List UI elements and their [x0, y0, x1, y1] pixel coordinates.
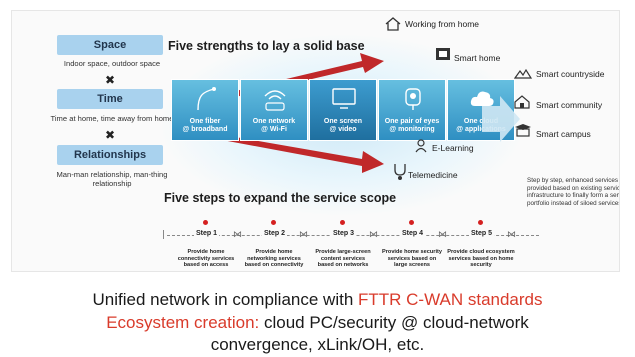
wifi-router-icon — [264, 90, 286, 111]
step-description-line: Provide home — [187, 249, 225, 255]
diagram-panel: Space Indoor space, outdoor space ✖ Time… — [11, 10, 620, 272]
space-text: Indoor space, outdoor space — [63, 59, 161, 68]
screen-icon — [332, 88, 356, 109]
step-description-line: connectivity services — [177, 255, 235, 262]
strengths-heading: Five strengths to lay a solid base — [168, 39, 365, 53]
step-5-label: Step 5 — [469, 230, 495, 237]
service-smart-home: Smart home — [454, 53, 501, 63]
step-2-label: Step 2 — [262, 230, 288, 237]
strength-title: One pair of eyes — [384, 118, 440, 125]
learning-icon — [415, 139, 427, 153]
step-3-description: Provide large-screen content services ba… — [304, 249, 382, 269]
step-2-description: Provide home networking services based o… — [235, 249, 313, 269]
times-icon: ✖ — [105, 128, 116, 142]
step-description-line: large screens — [393, 262, 431, 269]
step-note: Step by step, enhanced services are prov… — [527, 177, 620, 207]
service-telemedicine: Telemedicine — [408, 170, 458, 180]
step-3-label: Step 3 — [331, 230, 357, 237]
caption-line-1: Unified network in compliance with FTTR … — [0, 290, 635, 310]
steps-heading: Five steps to expand the service scope — [164, 191, 397, 205]
expand-arrow — [482, 96, 520, 142]
step-1-marker — [203, 220, 208, 225]
strength-title: One fiber — [189, 118, 221, 125]
step-1-label: Step 1 — [194, 230, 220, 237]
step-description-line: content services — [320, 255, 366, 262]
strength-subtitle: @ broadband — [182, 126, 228, 133]
step-5-marker — [478, 220, 483, 225]
strength-network: One network @ Wi-Fi — [240, 79, 308, 141]
relationships-label: Relationships — [57, 145, 163, 165]
strength-title: One network — [252, 118, 296, 125]
step-4-description: Provide home security services based on … — [373, 249, 451, 269]
timeline-marker: ⋈ — [507, 230, 516, 240]
timeline-marker: ⋈ — [233, 230, 242, 240]
relationships-text: Man-man relationship, man-thing relation… — [12, 170, 212, 188]
service-smart-countryside: Smart countryside — [536, 69, 605, 79]
step-3-marker — [340, 220, 345, 225]
space-label: Space — [57, 35, 163, 55]
strength-title: One screen — [323, 118, 363, 125]
time-label: Time — [57, 89, 163, 109]
step-description-line: based on connectivity — [244, 262, 304, 269]
fiber-icon — [197, 87, 216, 111]
step-2-marker — [271, 220, 276, 225]
step-description-line: Provide home — [255, 249, 293, 255]
step-1-description: Provide home connectivity services based… — [167, 249, 245, 269]
caption-line-2: Ecosystem creation: cloud PC/security @ … — [0, 313, 635, 333]
step-description-line: based on networks — [317, 262, 369, 269]
strength-subtitle: @ video — [329, 126, 357, 133]
strength-title: One cloud — [463, 118, 499, 125]
campus-icon — [515, 124, 531, 137]
step-4-marker — [409, 220, 414, 225]
strength-fiber: One fiber @ broadband — [171, 79, 239, 141]
step-description-line: based on access — [183, 262, 229, 269]
timeline-marker: ⋈ — [299, 230, 308, 240]
service-e-learning: E-Learning — [432, 143, 474, 153]
house-icon — [385, 17, 401, 31]
timeline-marker: ⋈ — [438, 230, 447, 240]
step-description-line: Provide large-screen — [315, 249, 371, 255]
cloud-icon — [470, 91, 494, 106]
smart-home-icon — [436, 48, 450, 60]
caption-highlight: FTTR C-WAN standards — [358, 290, 543, 309]
strength-subtitle: @ applications — [456, 126, 506, 133]
stethoscope-icon — [394, 164, 406, 180]
strength-subtitle: @ Wi-Fi — [261, 126, 287, 133]
camera-icon — [405, 88, 421, 110]
caption-highlight: Ecosystem creation: — [106, 313, 260, 332]
service-working-from-home: Working from home — [405, 19, 480, 29]
timeline-start-marker: | — [162, 230, 166, 240]
step-4-label: Step 4 — [400, 230, 426, 237]
step-description-line: networking services — [247, 255, 301, 262]
community-icon — [514, 95, 530, 109]
step-description-line: services based on home — [448, 255, 514, 262]
time-text: Time at home, time away from home — [50, 114, 174, 123]
timeline-marker: ⋈ — [369, 230, 378, 240]
countryside-icon — [514, 68, 532, 79]
step-description-line: security — [470, 262, 492, 269]
strength-eyes: One pair of eyes @ monitoring — [378, 79, 446, 141]
step-description-line: Provide cloud ecosystem — [447, 249, 515, 255]
times-icon: ✖ — [105, 73, 116, 87]
caption-text: cloud PC/security @ cloud-network — [259, 313, 529, 332]
relationships-text-line: relationship — [92, 179, 132, 188]
service-smart-community: Smart community — [536, 100, 603, 110]
step-description-line: Provide home security — [382, 249, 442, 255]
relationships-text-line: Man-man relationship, man-thing — [56, 170, 168, 179]
strength-screen: One screen @ video — [309, 79, 377, 141]
service-smart-campus: Smart campus — [536, 129, 591, 139]
caption-text: Unified network in compliance with — [92, 290, 358, 309]
caption-line-3: convergence, xLink/OH, etc. — [210, 335, 425, 354]
step-description-line: services based on — [387, 255, 437, 262]
strength-subtitle: @ monitoring — [389, 126, 435, 133]
step-5-description: Provide cloud ecosystem services based o… — [442, 249, 520, 269]
